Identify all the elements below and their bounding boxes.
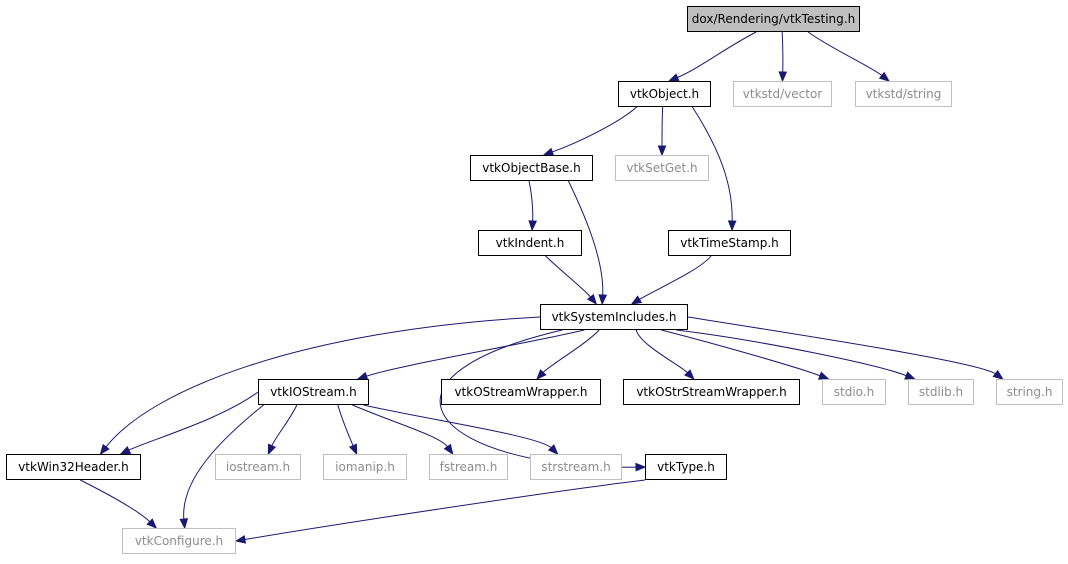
node-iomanip-h: iomanip.h (323, 454, 407, 480)
arrowhead-iostream_h-to-win32 (119, 445, 132, 455)
node-vtkobject-h[interactable]: vtkObject.h (618, 81, 711, 107)
arrowhead-testing-to-vtkstd_vector (778, 71, 788, 83)
node-strstream-h: strstream.h (530, 454, 622, 480)
edge-win32-to-configure (80, 479, 151, 523)
edge-system_includes-to-iostream_h (365, 329, 585, 377)
arrowhead-object-to-time_stamp (727, 220, 737, 232)
edge-system_includes-to-string_h (687, 316, 997, 375)
arrowhead-object_base-to-indent (528, 220, 538, 232)
edge-object-to-set_get (661, 106, 664, 148)
arrowhead-iostream_h-to-iostream (267, 443, 277, 456)
arrowhead-system_includes-to-ostr_stream_wrapper (684, 369, 695, 380)
node-stdlib-h: stdlib.h (908, 379, 974, 405)
arrowhead-object_base-to-system_includes (598, 294, 608, 306)
node-vtkostrstreamwrapper-h[interactable]: vtkOStrStreamWrapper.h (623, 379, 800, 405)
node-vtktype-h[interactable]: vtkType.h (645, 454, 727, 480)
edge-iostream_h-to-strstream (363, 404, 553, 449)
edge-iostream_h-to-fstream (352, 404, 449, 448)
edge-object_base-to-indent (528, 180, 534, 223)
arrowhead-system_includes-to-string_h (992, 369, 1004, 380)
arrowhead-system_includes-to-type (635, 462, 647, 472)
node-string-h: string.h (996, 379, 1063, 405)
node-vtkwin32header-h[interactable]: vtkWin32Header.h (6, 454, 141, 480)
node-vtktimestamp-h[interactable]: vtkTimeStamp.h (668, 230, 791, 256)
node-iostream-h: iostream.h (215, 454, 301, 480)
node-vtkindent-h[interactable]: vtkIndent.h (478, 230, 582, 256)
node-vtkstd-string: vtkstd/string (855, 81, 952, 107)
arrowhead-iostream_h-to-fstream (443, 443, 454, 456)
edge-system_includes-to-stdlib (676, 329, 908, 377)
arrowhead-system_includes-to-ostream_wrapper (536, 369, 547, 380)
edge-type-to-configure (243, 479, 646, 541)
arrowhead-object-to-set_get (657, 145, 667, 157)
arrowhead-win32-to-configure (146, 518, 158, 529)
edge-iostream_h-to-win32 (127, 391, 259, 451)
edge-testing-to-vtkstd_string (807, 31, 883, 77)
arrowhead-iostream_h-to-strstream (547, 444, 559, 455)
node-vtkiostream-h[interactable]: vtkIOStream.h (258, 379, 369, 405)
arrowhead-type-to-configure (234, 535, 247, 544)
edge-object_base-to-system_includes (567, 180, 604, 297)
node-fstream-h: fstream.h (429, 454, 508, 480)
edge-system_includes-to-stdio (661, 329, 822, 377)
node-vtkostreamwrapper-h[interactable]: vtkOStreamWrapper.h (441, 379, 601, 405)
node-vtksetget-h: vtkSetGet.h (615, 155, 709, 181)
arrowhead-testing-to-vtkstd_string (878, 71, 891, 82)
edge-iostream_h-to-configure (183, 404, 264, 521)
edge-time_stamp-to-system_includes (638, 255, 712, 301)
node-vtkstd-vector: vtkstd/vector (733, 81, 832, 107)
node-vtktesting-h: dox/Rendering/vtkTesting.h (687, 6, 860, 32)
edge-system_includes-to-win32 (104, 316, 541, 448)
edge-object-to-time_stamp (691, 106, 733, 223)
edge-iostream_h-to-iostream (271, 404, 298, 447)
arrowhead-testing-to-object (667, 73, 680, 82)
arrowhead-indent-to-system_includes (586, 293, 598, 306)
edge-system_includes-to-ostr_stream_wrapper (635, 329, 689, 374)
edge-object-to-object_base (551, 106, 637, 153)
arrowhead-system_includes-to-stdlib (904, 371, 916, 380)
edge-testing-to-vtkstd_vector (781, 31, 784, 74)
node-vtkobjectbase-h[interactable]: vtkObjectBase.h (470, 155, 593, 181)
node-vtksystemincludes-h[interactable]: vtkSystemIncludes.h (540, 304, 688, 330)
node-vtkconfigure-h: vtkConfigure.h (122, 528, 236, 554)
node-stdio-h: stdio.h (822, 379, 886, 405)
edge-iostream_h-to-iomanip (337, 404, 354, 447)
edge-testing-to-object (676, 31, 757, 79)
arrowhead-time_stamp-to-system_includes (630, 295, 643, 305)
edge-system_includes-to-ostream_wrapper (542, 329, 600, 374)
arrowhead-system_includes-to-win32 (99, 443, 110, 456)
arrowhead-iostream_h-to-iomanip (348, 443, 358, 456)
arrowhead-iostream_h-to-configure (179, 518, 189, 530)
edge-indent-to-system_includes (545, 255, 592, 299)
